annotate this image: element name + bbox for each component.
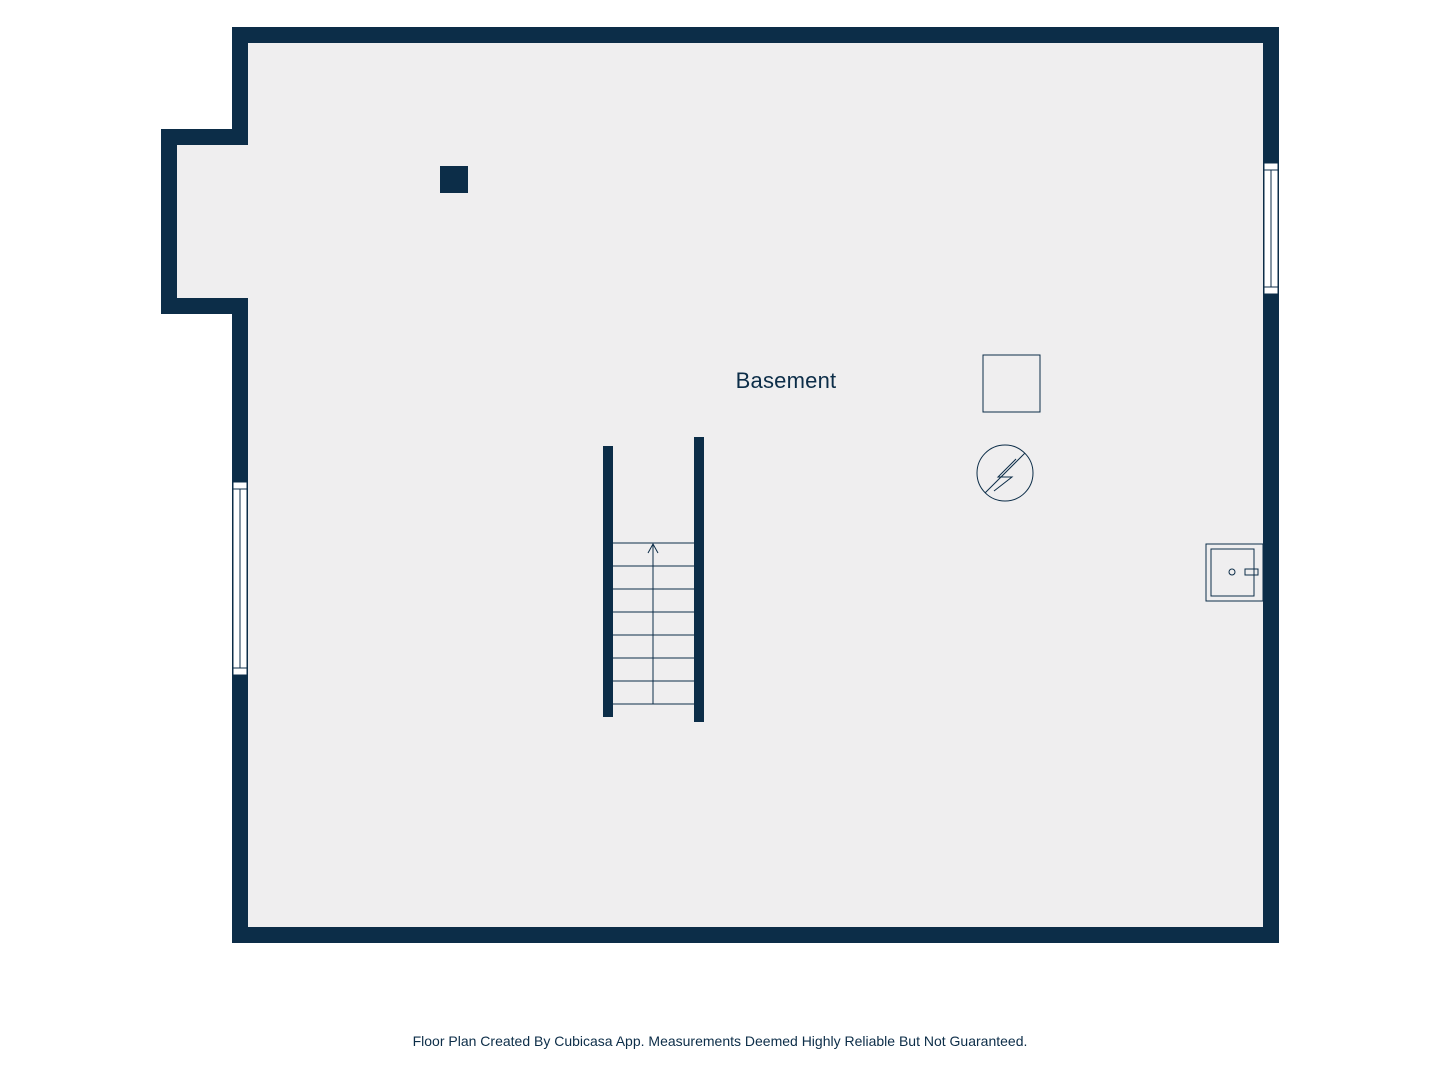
stairs (613, 542, 694, 705)
stairs-up-arrow-icon (647, 542, 659, 554)
column (440, 166, 468, 193)
window-right (1263, 162, 1279, 295)
stair-wall-right (694, 437, 704, 722)
electrical-panel-icon (976, 444, 1034, 502)
stair-wall-left (603, 446, 613, 717)
window-left (232, 481, 248, 676)
room-label-basement: Basement (735, 368, 837, 393)
sink-icon (1205, 543, 1264, 602)
basement-floor (161, 27, 1279, 943)
footer-disclaimer: Floor Plan Created By Cubicasa App. Meas… (412, 1033, 1028, 1049)
appliance-box-icon (982, 354, 1041, 413)
